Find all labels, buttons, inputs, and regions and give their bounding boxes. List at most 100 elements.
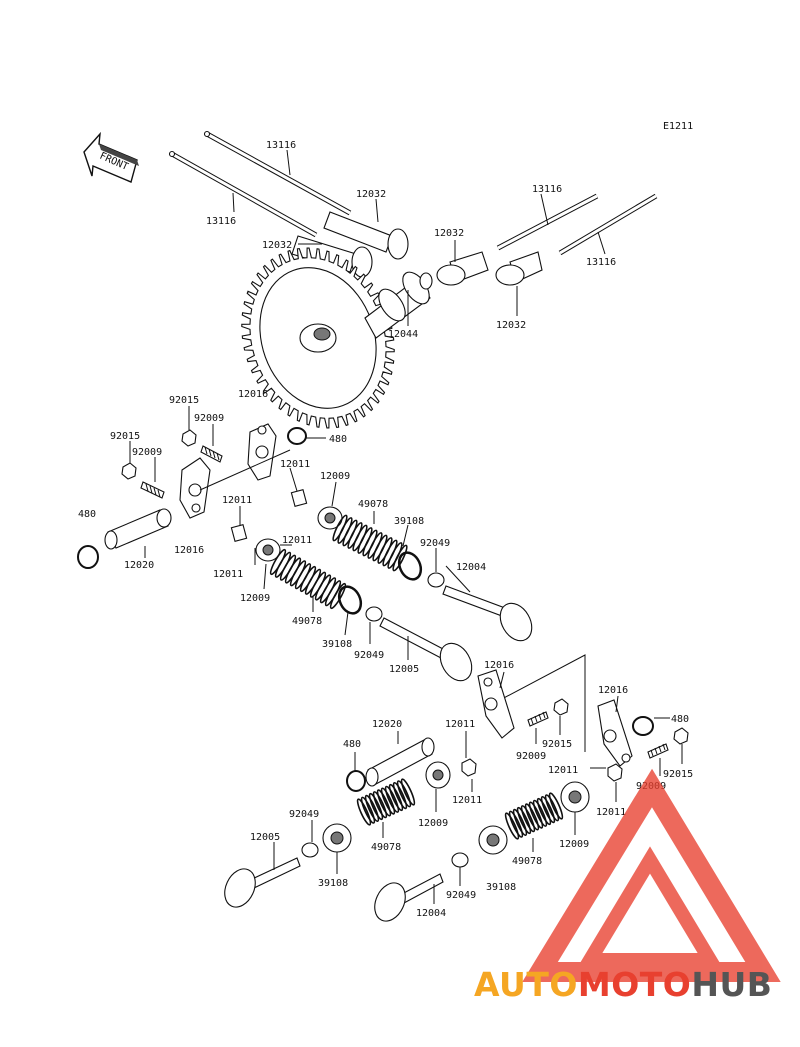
spring-retainer-upper	[317, 506, 343, 530]
part-label: 92049	[420, 538, 450, 549]
part-label: 12005	[250, 832, 280, 843]
circlip-upper	[287, 427, 307, 445]
part-label: 12011	[548, 765, 578, 776]
part-label: 12016	[484, 660, 514, 671]
part-label: 12032	[356, 189, 386, 200]
part-label: 12011	[445, 719, 475, 730]
part-label: 92015	[169, 395, 199, 406]
part-label: 12009	[418, 818, 448, 829]
valve-spring-upper	[332, 514, 408, 572]
valve-spring-lower-b	[504, 792, 564, 840]
part-label: 12032	[496, 320, 526, 331]
part-label: 49078	[512, 856, 542, 867]
rocker-arm-lower-right	[597, 699, 633, 767]
part-label: 49078	[292, 616, 322, 627]
diagram-ref-code: E1211	[663, 121, 693, 132]
part-label: 92009	[516, 751, 546, 762]
part-label: 480	[78, 509, 96, 520]
part-label: 12011	[280, 459, 310, 470]
part-label: 39108	[486, 882, 516, 893]
part-label: 12009	[559, 839, 589, 850]
circlip-lower-left	[346, 770, 366, 792]
rocker-shaft-lower	[365, 737, 435, 787]
stem-seal-lower-a	[301, 842, 319, 858]
watermark-word-moto: MOTO	[578, 965, 691, 1004]
part-label: 12004	[456, 562, 486, 573]
part-label: 12032	[262, 240, 292, 251]
watermark-logo	[522, 768, 781, 982]
part-label: 12011	[282, 535, 312, 546]
spring-seat-lower-b	[478, 825, 508, 855]
part-label: 12016	[238, 389, 268, 400]
adjust-screw-lower-b	[647, 743, 669, 759]
adjust-screw-lower-a	[527, 711, 549, 727]
part-label: 92049	[446, 890, 476, 901]
push-rod-lower-left	[168, 150, 318, 238]
spring-seat-lower-a	[322, 823, 352, 853]
part-label: 92015	[663, 769, 693, 780]
exhaust-valve-lower	[379, 617, 473, 682]
part-label: 92049	[289, 809, 319, 820]
lock-nut-lower	[121, 462, 137, 480]
tappet-center	[436, 251, 489, 286]
part-label: 49078	[371, 842, 401, 853]
rocker-pivot-shaft	[199, 449, 291, 491]
part-label: 12011	[213, 569, 243, 580]
collet-lower-b	[607, 763, 623, 782]
stem-seal-lower-b	[451, 852, 469, 868]
spring-retainer-lower	[255, 538, 281, 562]
part-label: 92009	[194, 413, 224, 424]
part-label: 13116	[266, 140, 296, 151]
rocker-shaft-left	[104, 508, 172, 550]
camshaft-gear	[241, 247, 395, 429]
part-label: 39108	[322, 639, 352, 650]
collet-lower-a	[461, 758, 477, 777]
tappet-right	[495, 251, 543, 286]
part-label: 12011	[222, 495, 252, 506]
valve-lower-right	[374, 873, 444, 922]
part-label: 12016	[174, 545, 204, 556]
part-label: 92015	[110, 431, 140, 442]
valve-spring-lower-a	[356, 778, 416, 826]
part-label: 12009	[240, 593, 270, 604]
part-label: 92009	[132, 447, 162, 458]
front-arrow-icon: FRONT	[83, 131, 139, 183]
adjust-screw-lower	[140, 481, 165, 499]
watermark-word-hub: HUB	[691, 965, 772, 1004]
collet-b	[230, 524, 248, 542]
part-label: 12005	[389, 664, 419, 675]
rocker-arm-lower-left	[477, 669, 515, 739]
adjust-screw-upper	[200, 445, 223, 463]
part-label: 12011	[596, 807, 626, 818]
part-label: 39108	[394, 516, 424, 527]
valve-lower-left	[224, 857, 301, 908]
bracket-lines	[499, 654, 586, 752]
tappet-top-left	[323, 211, 409, 260]
part-label: 92015	[542, 739, 572, 750]
camshaft-lobes	[364, 271, 433, 339]
part-label: 12044	[388, 329, 418, 340]
part-label: 13116	[206, 216, 236, 227]
label-group: 13116 13116 12032 12032 13116 12032 1311…	[78, 140, 693, 919]
part-label: 12032	[434, 228, 464, 239]
watermark-text: AUTOMOTOHUB	[474, 965, 772, 1004]
part-label: 12020	[372, 719, 402, 730]
spring-seat-lower	[337, 585, 363, 615]
watermark-word-auto: AUTO	[474, 965, 578, 1004]
spring-seat-upper	[397, 551, 423, 581]
part-label: 480	[329, 434, 347, 445]
rocker-arm-left	[179, 457, 211, 519]
part-label: 12011	[452, 795, 482, 806]
lock-nut-lower-b	[673, 727, 689, 745]
rocker-arm-right-upper	[247, 423, 277, 481]
svg-text:AUTOMOTOHUB: AUTOMOTOHUB	[474, 965, 772, 1004]
circlip-lower-right	[632, 716, 654, 736]
push-rod-upper-left	[203, 130, 352, 216]
lock-nut-lower-a	[553, 698, 569, 716]
part-label: 49078	[358, 499, 388, 510]
stem-seal-upper	[427, 572, 445, 588]
part-label: 12004	[416, 908, 446, 919]
part-label: 12020	[124, 560, 154, 571]
part-label: 12009	[320, 471, 350, 482]
